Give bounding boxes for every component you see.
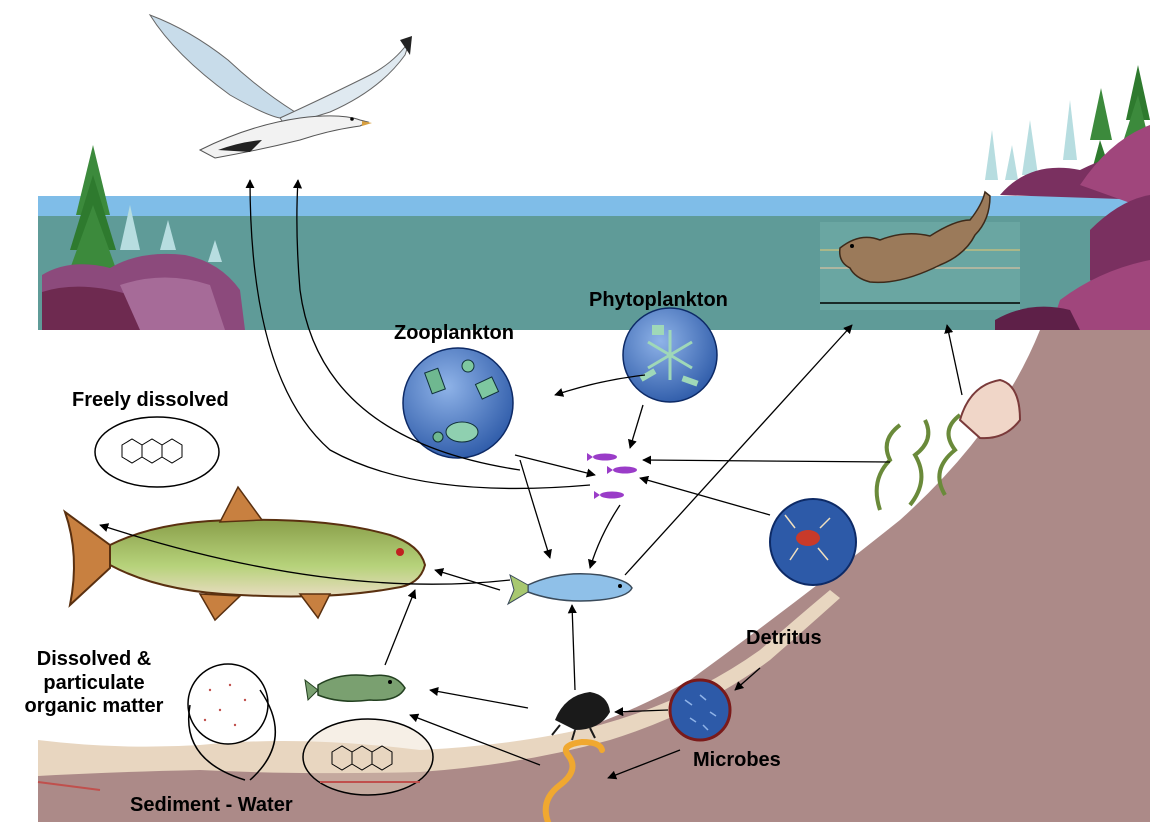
- forage-fish-icon: [508, 574, 632, 604]
- crustacean-icon: [770, 499, 856, 585]
- microbes-icon: [670, 680, 730, 740]
- clam-icon: [960, 380, 1020, 438]
- zooplankton-icon: [403, 348, 513, 458]
- freely-dissolved-label: Freely dissolved: [72, 389, 229, 413]
- freely-dissolved-ellipse: [95, 417, 219, 487]
- organic-matter-line1: Dissolved &: [8, 648, 180, 672]
- organic-matter-label: Dissolved & particulate organic matter: [8, 648, 180, 719]
- seagull-icon: [150, 15, 412, 158]
- trout-icon: [65, 487, 425, 620]
- organic-matter-line3: organic matter: [8, 695, 180, 719]
- phytoplankton-label: Phytoplankton: [589, 289, 728, 313]
- zooplankton-label: Zooplankton: [394, 322, 514, 346]
- organic-matter-line2: particulate: [8, 672, 180, 696]
- microbes-label: Microbes: [693, 749, 781, 773]
- sediment-water-label: Sediment - Water: [130, 794, 293, 818]
- detritus-label: Detritus: [746, 627, 822, 651]
- sediment-ellipse: [303, 719, 433, 795]
- sculpin-icon: [305, 675, 405, 701]
- phytoplankton-icon: [623, 308, 717, 402]
- larval-fish-icon: [587, 453, 637, 499]
